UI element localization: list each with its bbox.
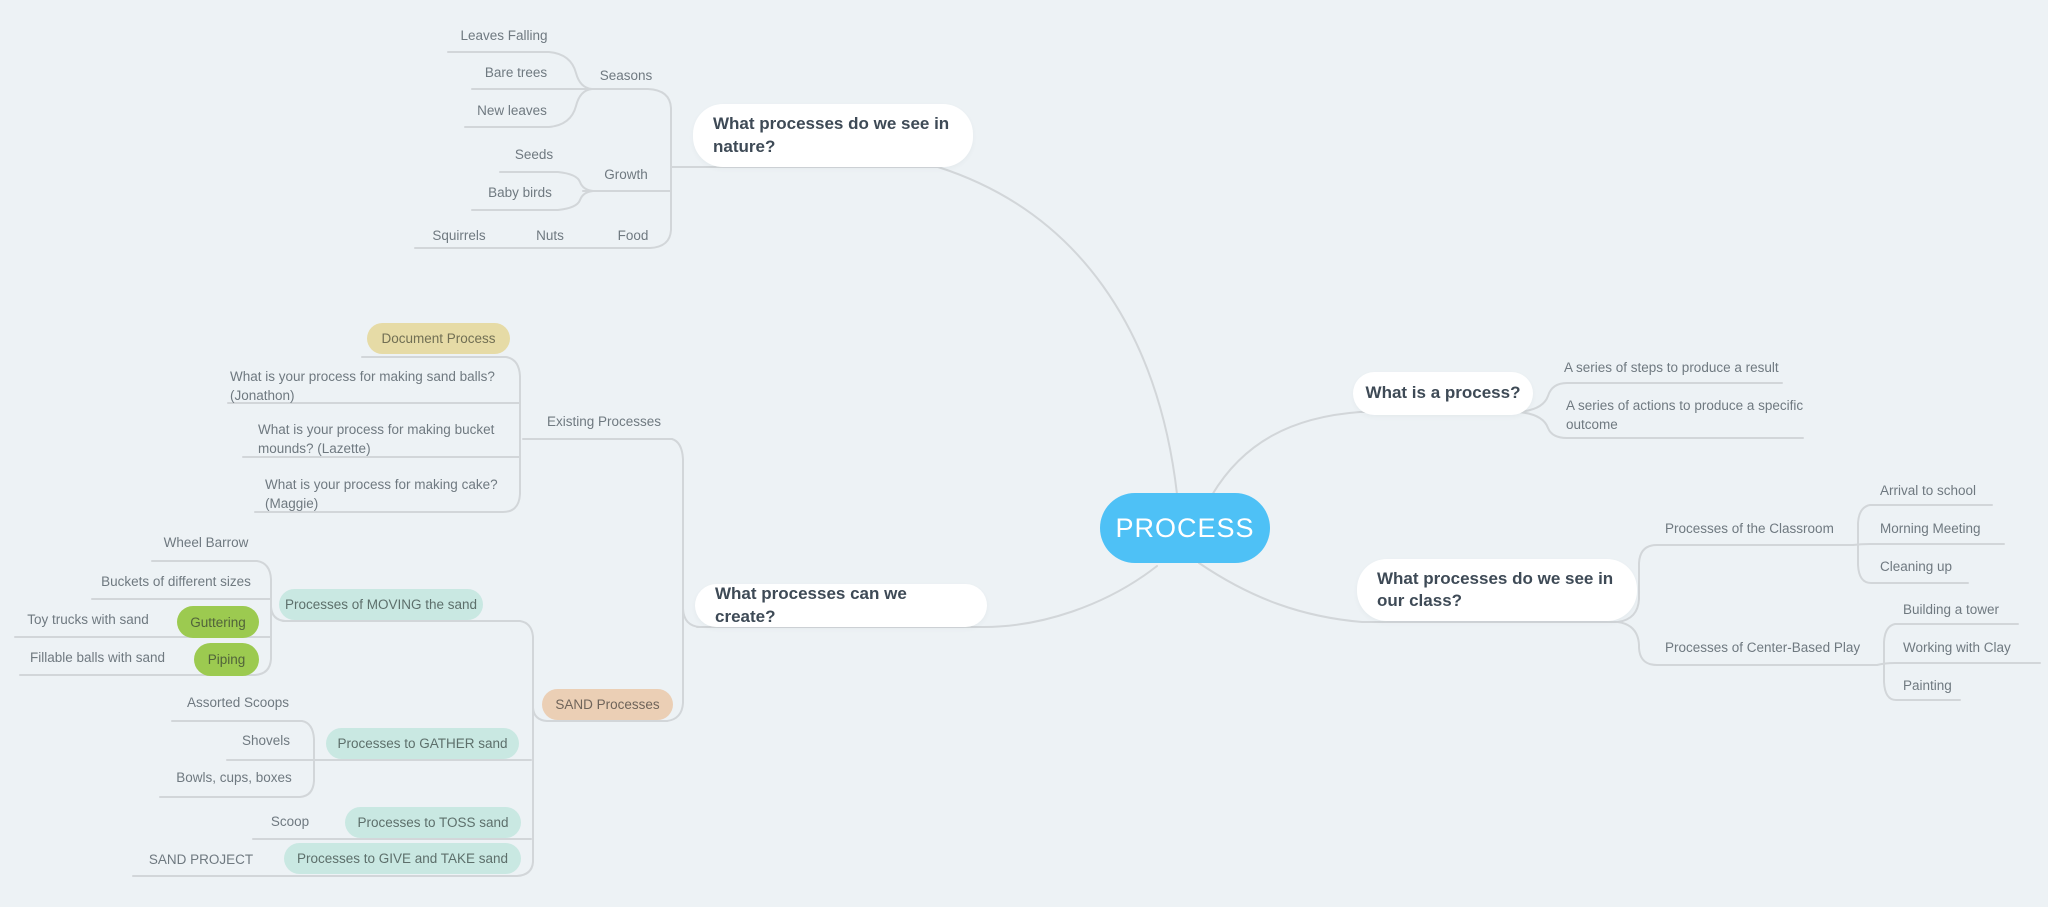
node-fillable-balls[interactable]: Fillable balls with sand [30,650,166,665]
node-leaves-falling[interactable]: Leaves Falling [460,28,548,43]
node-toy-trucks[interactable]: Toy trucks with sand [27,612,149,627]
node-document-process[interactable]: Document Process [367,323,510,354]
node-cleaning-up[interactable]: Cleaning up [1880,559,1953,574]
node-bucket-mounds-question[interactable]: What is your process for making bucket m… [258,422,495,456]
node-processes-toss-sand[interactable]: Processes to TOSS sand [345,807,521,838]
node-seeds[interactable]: Seeds [514,147,554,162]
node-bare-trees[interactable]: Bare trees [484,65,548,80]
node-buckets-different-sizes[interactable]: Buckets of different sizes [101,574,251,589]
node-food[interactable]: Food [617,228,649,243]
node-growth[interactable]: Growth [604,167,648,182]
node-processes-moving-sand[interactable]: Processes of MOVING the sand [279,589,483,620]
node-baby-birds[interactable]: Baby birds [488,185,552,200]
node-working-with-clay[interactable]: Working with Clay [1903,640,2011,655]
node-root-process[interactable]: PROCESS [1100,493,1270,563]
definition-question-label: What is a process? [1365,383,1521,403]
node-sand-processes[interactable]: SAND Processes [542,689,673,720]
root-label: PROCESS [1115,512,1255,543]
node-guttering[interactable]: Guttering [177,606,259,638]
node-cake-question[interactable]: What is your process for making cake? (M… [265,477,498,511]
node-create-question[interactable]: What processes can we create? [695,584,987,627]
node-scoop[interactable]: Scoop [270,814,310,829]
node-morning-meeting[interactable]: Morning Meeting [1880,521,1981,536]
node-processes-gather-sand[interactable]: Processes to GATHER sand [326,728,519,759]
node-processes-of-classroom[interactable]: Processes of the Classroom [1665,521,1834,536]
node-class-question[interactable]: What processes do we see in our class? [1357,559,1637,621]
node-seasons[interactable]: Seasons [599,68,653,83]
node-new-leaves[interactable]: New leaves [477,103,547,118]
node-definition-question[interactable]: What is a process? [1353,372,1533,415]
node-wheel-barrow[interactable]: Wheel Barrow [163,535,249,550]
node-existing-processes[interactable]: Existing Processes [547,414,662,429]
node-bowls-cups-boxes[interactable]: Bowls, cups, boxes [176,770,292,785]
create-question-label: What processes can we create? [715,584,907,626]
node-squirrels[interactable]: Squirrels [432,228,486,243]
nature-question-label: What processes do we see in nature? [713,114,950,156]
node-nuts[interactable]: Nuts [536,228,564,243]
node-piping[interactable]: Piping [194,643,259,676]
node-assorted-scoops[interactable]: Assorted Scoops [186,695,290,710]
node-processes-center-play[interactable]: Processes of Center-Based Play [1665,640,1861,655]
node-building-a-tower[interactable]: Building a tower [1903,602,2000,617]
node-nature-question[interactable]: What processes do we see in nature? [693,104,973,167]
node-processes-give-take-sand[interactable]: Processes to GIVE and TAKE sand [284,843,521,874]
class-question-label: What processes do we see in our class? [1377,568,1614,610]
node-definition-actions[interactable]: A series of actions to produce a specifi… [1566,398,1804,432]
node-painting[interactable]: Painting [1903,678,1952,693]
node-sand-project[interactable]: SAND PROJECT [148,852,254,867]
node-definition-steps[interactable]: A series of steps to produce a result [1564,360,1779,375]
node-shovels[interactable]: Shovels [241,733,291,748]
node-arrival-to-school[interactable]: Arrival to school [1880,483,1977,498]
node-sand-balls-question[interactable]: What is your process for making sand bal… [230,369,495,403]
